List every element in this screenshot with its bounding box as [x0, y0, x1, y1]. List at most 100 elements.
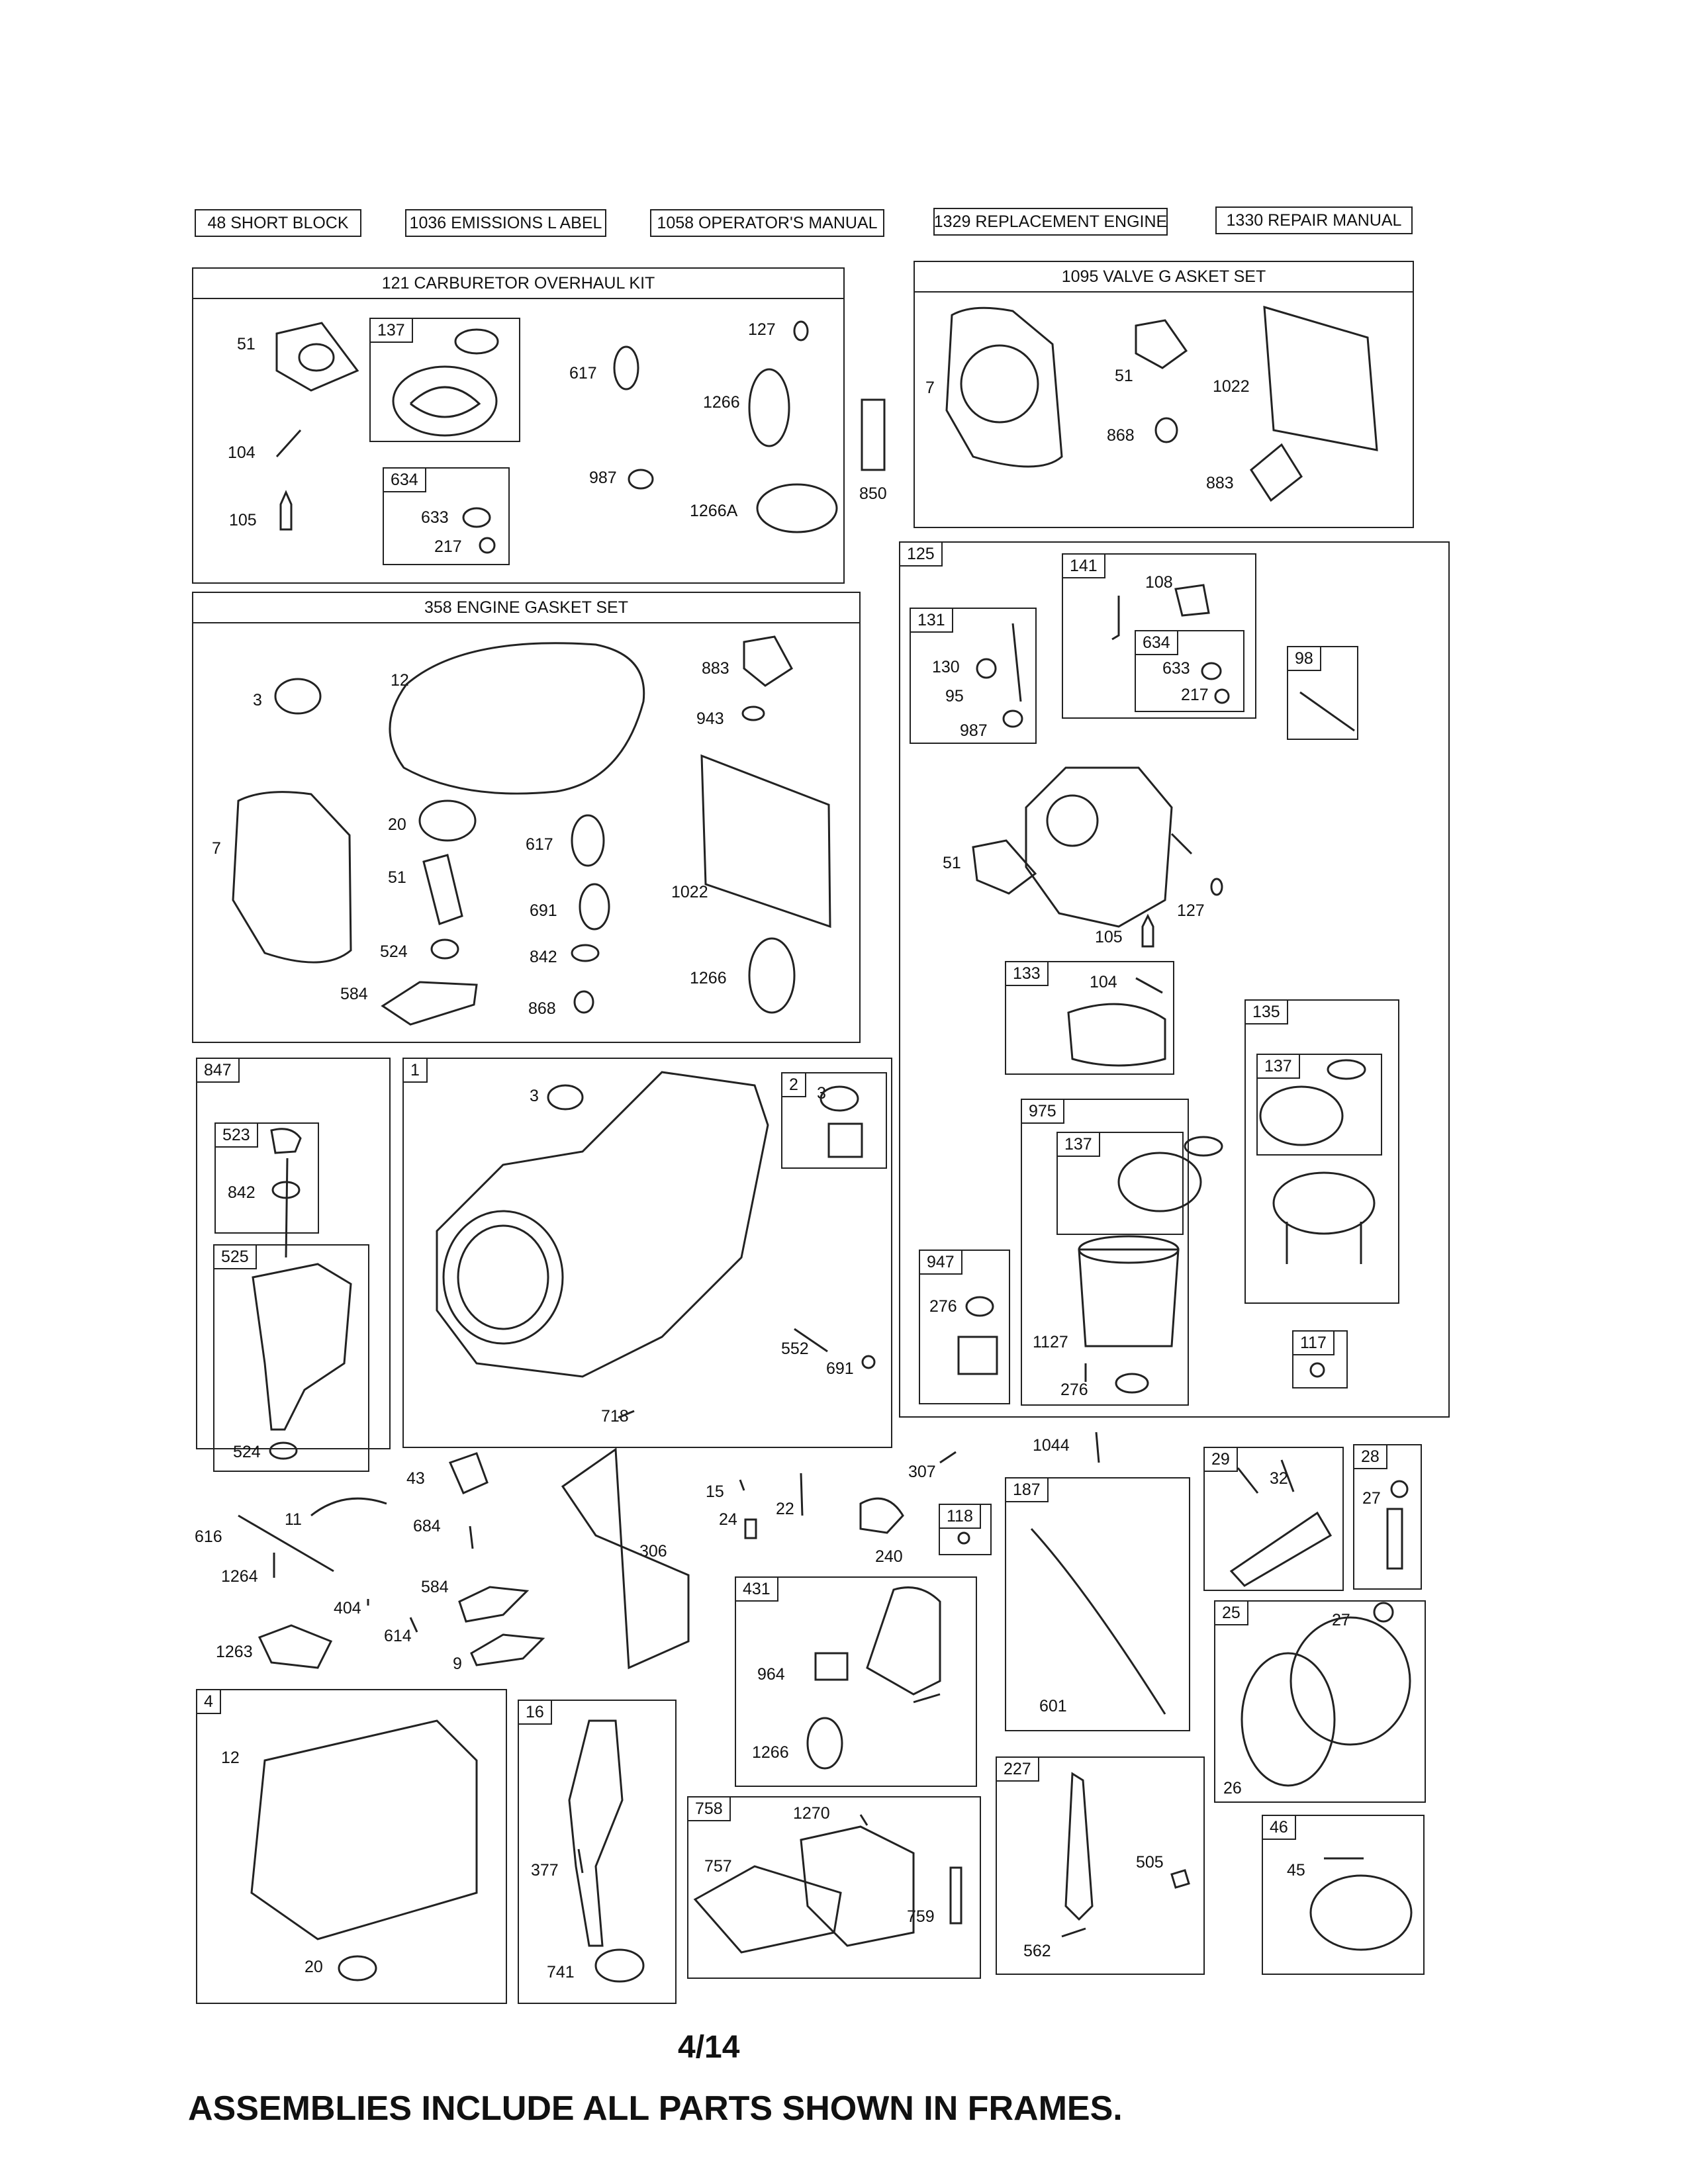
part-label: 104 [1090, 973, 1117, 991]
part-label: 757 [704, 1857, 732, 1876]
cam-follower-icon [800, 1825, 915, 1947]
screw-icon [957, 1531, 970, 1545]
sump-gasket-icon [389, 642, 645, 795]
link-spring-icon [310, 1497, 387, 1517]
part-label: 127 [1177, 901, 1205, 920]
frame-tag: 4 [197, 1690, 221, 1714]
oil-seal-icon [274, 678, 322, 715]
seal-icon [1201, 662, 1222, 680]
cover-gasket-icon [1263, 305, 1378, 451]
part-label: 868 [528, 999, 556, 1018]
screw-icon [469, 1525, 474, 1549]
frame-tag: 29 [1205, 1448, 1238, 1472]
frame-tag: 1 [404, 1059, 428, 1083]
key-icon [577, 1848, 584, 1874]
frame-tag: 117 [1293, 1332, 1335, 1355]
spacer-icon [744, 1518, 757, 1539]
cover-gasket-icon [700, 754, 831, 929]
part-label: 524 [233, 1443, 261, 1461]
frame-187: 187 [1005, 1477, 1190, 1731]
plug-icon [976, 658, 997, 679]
frame-tag: 137 [1058, 1133, 1100, 1157]
nut-icon [1170, 1869, 1190, 1889]
frame-tag: 847 [197, 1059, 240, 1083]
flange-gasket-icon [422, 854, 463, 925]
frame-tag: 227 [997, 1758, 1039, 1782]
governor-arm-icon [448, 1452, 489, 1494]
spring-icon [409, 1617, 418, 1633]
piston-icon [1289, 1616, 1411, 1746]
frame-engine-gasket-set: 358 ENGINE GASKET SET [192, 592, 861, 1043]
frame-tag: 947 [920, 1251, 962, 1275]
part-label: 1266A [690, 502, 738, 520]
frame-tag: 187 [1006, 1479, 1049, 1502]
frame-28: 28 [1353, 1444, 1422, 1590]
bowl-gasket-icon [392, 328, 499, 437]
part-label: 691 [530, 901, 557, 920]
subframe-2: 2 [781, 1072, 887, 1169]
governor-rod-icon [238, 1514, 334, 1572]
replacement-engine-label: 1329 REPLACEMENT ENGINE [933, 208, 1168, 236]
subframe-525: 525 [213, 1244, 369, 1472]
part-label: 562 [1023, 1942, 1051, 1960]
dipstick-icon [285, 1158, 289, 1258]
part-label: 1022 [1213, 377, 1250, 396]
part-label: 552 [781, 1340, 809, 1358]
bowl-o-ring-icon [748, 368, 790, 447]
connecting-rod-icon [1229, 1511, 1333, 1587]
fuel-line-icon [1030, 1527, 1166, 1715]
sealant-tube-icon [861, 398, 886, 471]
gasket-icon [1174, 584, 1210, 617]
part-label: 27 [1362, 1489, 1381, 1508]
frame-tag: 135 [1246, 1001, 1288, 1024]
screw-icon [1214, 688, 1230, 704]
part-label: 524 [380, 942, 408, 961]
part-label: 883 [702, 659, 729, 678]
spacer-icon [814, 1652, 849, 1681]
frame-valve-gasket-set: 1095 VALVE G ASKET SET [914, 261, 1414, 528]
part-label: 3 [530, 1087, 539, 1105]
subframe-523: 523 [214, 1122, 319, 1234]
retaining-ring-icon [1390, 1480, 1409, 1498]
part-label: 584 [340, 985, 368, 1003]
part-label: 1263 [216, 1643, 253, 1661]
frame-tag: 137 [1258, 1055, 1300, 1079]
subframe-975-137: 137 [1056, 1132, 1184, 1235]
part-label: 127 [748, 320, 776, 339]
part-label: 718 [601, 1407, 629, 1426]
part-label: 108 [1145, 573, 1173, 592]
frame-tag: 118 [940, 1505, 981, 1529]
part-label: 51 [943, 854, 961, 872]
frame-118: 118 [939, 1504, 992, 1555]
o-ring-icon [571, 814, 605, 867]
needle-icon [1141, 913, 1154, 948]
frame-tag: 28 [1354, 1445, 1387, 1469]
part-label: 307 [908, 1463, 936, 1481]
breather-gasket-icon [470, 1633, 545, 1666]
pin-icon [949, 1866, 962, 1925]
dowel-pin-icon [794, 1328, 828, 1353]
plate-icon [258, 1624, 333, 1669]
piston-rings-icon [1241, 1652, 1336, 1787]
part-label: 964 [757, 1665, 785, 1684]
seal-icon [573, 990, 594, 1014]
cylinder-block-icon [436, 1071, 769, 1378]
frame-1-cylinder: 1 [402, 1058, 892, 1448]
lever-icon [1111, 596, 1120, 641]
part-label: 104 [228, 443, 256, 462]
bowl-icon [1078, 1235, 1180, 1347]
pin-icon [1135, 977, 1163, 994]
part-label: 616 [195, 1527, 222, 1546]
subframe-135-137: 137 [1256, 1054, 1382, 1156]
governor-gear-icon [1309, 1874, 1413, 1951]
washer-icon [1115, 1373, 1149, 1394]
screw-icon [1299, 691, 1355, 732]
part-label: 377 [531, 1861, 559, 1880]
fuel-bowl-icon [1272, 1171, 1376, 1264]
footer-note: ASSEMBLIES INCLUDE ALL PARTS SHOWN IN FR… [188, 2089, 1123, 2128]
part-label: 24 [719, 1510, 737, 1529]
frame-227: 227 [996, 1756, 1205, 1975]
washer-icon [861, 1355, 876, 1369]
intake-elbow-icon [866, 1586, 941, 1696]
